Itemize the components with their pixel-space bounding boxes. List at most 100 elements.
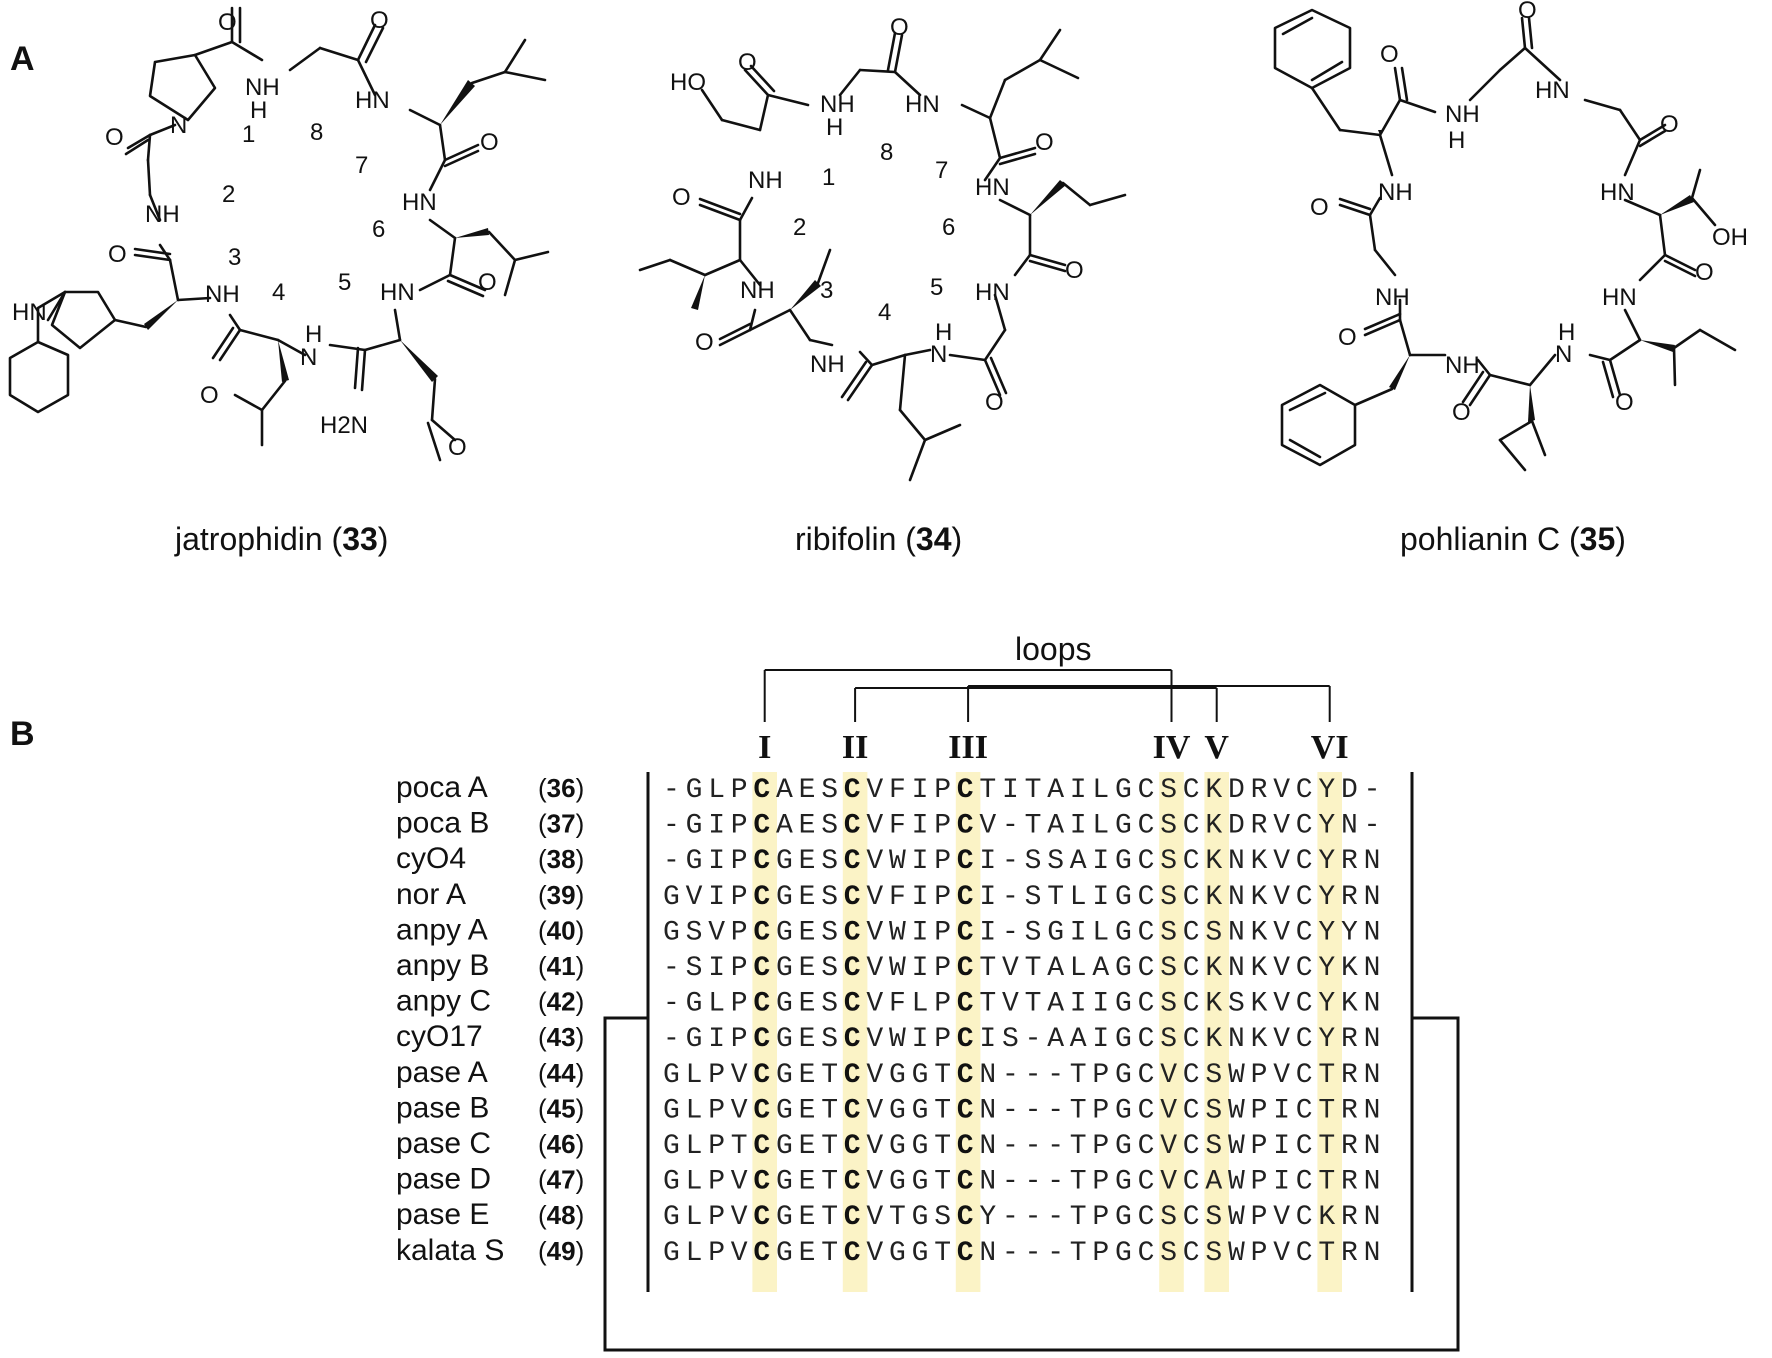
svg-text:O: O [1035, 129, 1054, 156]
peptide-number: (40) [538, 915, 584, 945]
svg-text:N: N [300, 344, 317, 371]
svg-text:O: O [1518, 0, 1537, 24]
svg-text:O: O [1338, 324, 1357, 351]
svg-text:7: 7 [355, 152, 368, 179]
svg-text:NH: NH [740, 277, 775, 304]
loop-label: VI [1311, 729, 1349, 766]
compound-label-34: ribifolin (34) [795, 521, 962, 557]
cysteine-column-highlight [1159, 772, 1184, 1292]
svg-text:O: O [108, 241, 127, 268]
loop-label: II [842, 729, 868, 766]
svg-text:O: O [218, 9, 237, 36]
svg-text:NH: NH [810, 351, 845, 378]
peptide-number: (43) [538, 1022, 584, 1052]
svg-text:4: 4 [878, 299, 891, 326]
svg-text:3: 3 [228, 244, 241, 271]
peptide-name: pase E [396, 1198, 489, 1231]
svg-text:HN: HN [1600, 179, 1635, 206]
svg-text:H: H [305, 321, 322, 348]
svg-text:O: O [1452, 399, 1471, 426]
peptide-name: anpy A [396, 913, 488, 946]
structure-jatrophidin [8, 6, 550, 462]
svg-text:HN: HN [1602, 284, 1637, 311]
peptide-name: pase B [396, 1091, 489, 1124]
peptide-name: pase A [396, 1056, 488, 1089]
structure-ribifolin [638, 28, 1127, 482]
svg-text:NH: NH [245, 74, 280, 101]
svg-text:HN: HN [380, 279, 415, 306]
svg-text:O: O [672, 184, 691, 211]
peptide-number: (42) [538, 987, 584, 1017]
compound-label-35: pohlianin C (35) [1400, 521, 1626, 557]
atoms-ribifolin: HO O O HN NH H O HN NH O O HN NH O NH H … [670, 14, 1084, 416]
svg-text:NH: NH [205, 281, 240, 308]
svg-text:O: O [738, 49, 757, 76]
cysteine-column-highlight [842, 772, 868, 1292]
peptide-name: pase C [396, 1127, 491, 1160]
svg-text:8: 8 [310, 119, 323, 146]
svg-text:O: O [1695, 259, 1714, 286]
peptide-name: pase D [396, 1163, 491, 1196]
peptide-name: cyO17 [396, 1020, 483, 1053]
loop-label: I [758, 729, 771, 766]
svg-text:O: O [478, 269, 497, 296]
svg-text:NH: NH [1378, 179, 1413, 206]
peptide-number: (44) [538, 1058, 584, 1088]
peptide-number: (48) [538, 1200, 584, 1230]
svg-text:HN: HN [975, 279, 1010, 306]
peptide-name: nor A [396, 878, 466, 911]
svg-text:NH: NH [748, 167, 783, 194]
peptide-name: anpy B [396, 949, 489, 982]
svg-text:O: O [200, 382, 219, 409]
peptide-name: anpy C [396, 985, 491, 1018]
svg-text:OH: OH [1712, 224, 1748, 251]
peptide-number: (37) [538, 809, 584, 839]
svg-text:3: 3 [820, 277, 833, 304]
cyclization-bracket [603, 1016, 1460, 1352]
svg-text:O: O [1065, 257, 1084, 284]
loop-label: IV [1153, 729, 1191, 766]
loop-label: III [948, 729, 988, 766]
svg-text:HN: HN [1535, 77, 1570, 104]
svg-text:5: 5 [338, 269, 351, 296]
panel-a-label: A [10, 40, 35, 78]
svg-text:NH: NH [1445, 101, 1480, 128]
svg-text:O: O [1380, 41, 1399, 68]
svg-text:NH: NH [1445, 352, 1480, 379]
svg-text:1: 1 [242, 121, 255, 148]
cysteine-column-highlight [1317, 772, 1342, 1292]
svg-text:H: H [826, 114, 843, 141]
svg-text:O: O [1660, 111, 1679, 138]
svg-text:2: 2 [793, 214, 806, 241]
svg-text:7: 7 [935, 157, 948, 184]
atoms-pohlianin-c: O O NH H HN O HN OH NH O HN O NH H N NH … [1310, 0, 1748, 426]
cysteine-highlights [752, 772, 1342, 1292]
svg-text:2: 2 [222, 181, 235, 208]
peptide-number: (41) [538, 951, 584, 981]
peptide-number: (49) [538, 1236, 584, 1266]
peptide-number: (39) [538, 880, 584, 910]
svg-text:N: N [170, 112, 187, 139]
